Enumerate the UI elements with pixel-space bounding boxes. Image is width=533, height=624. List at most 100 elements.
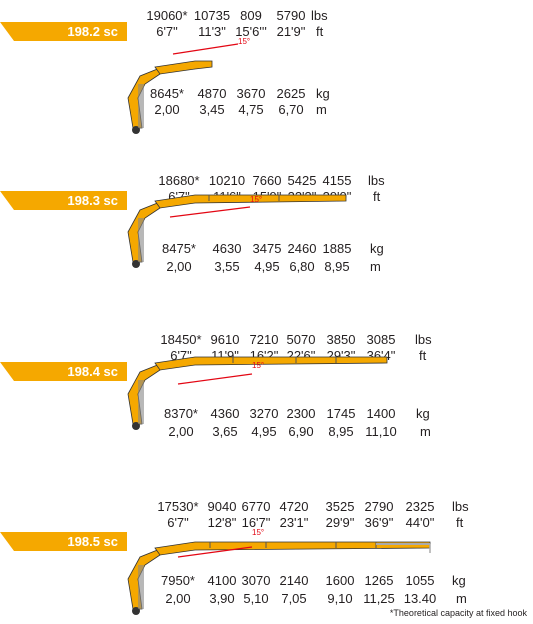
capacity-kg-cell: 2460 xyxy=(287,241,317,256)
angle-label: 15° xyxy=(238,37,250,46)
reach-ft-cell: 23'1" xyxy=(279,515,309,530)
m-unit-label: m xyxy=(316,102,327,117)
crane-diagram: 15° xyxy=(127,528,431,615)
capacity-lbs-cell: 9040 xyxy=(207,499,237,514)
angle-line xyxy=(172,43,239,55)
reach-m-cell: 2,00 xyxy=(166,259,192,274)
capacity-lbs-cell: 4720 xyxy=(279,499,309,514)
capacity-lbs-cell: 2325 xyxy=(405,499,435,514)
reach-m-cell: 2,00 xyxy=(168,424,194,439)
kg-unit-label: kg xyxy=(416,406,430,421)
reach-m-cell: 4,75 xyxy=(238,102,264,117)
model-tag: 198.2 sc xyxy=(0,22,127,41)
capacity-lbs-cell: 3525 xyxy=(325,499,355,514)
capacity-kg-cell: 4100 xyxy=(207,573,237,588)
reach-ft-cell: 29'9" xyxy=(325,515,355,530)
crane-diagram: 15° xyxy=(127,37,250,134)
reach-m-cell: 3,55 xyxy=(214,259,240,274)
lbs-unit-label: lbs xyxy=(415,332,432,347)
reach-m-cell: 5,10 xyxy=(243,591,269,606)
model-name: 198.5 sc xyxy=(67,534,118,549)
capacity-kg-cell: 2140 xyxy=(279,573,309,588)
kg-unit-label: kg xyxy=(452,573,466,588)
model-name: 198.3 sc xyxy=(67,193,118,208)
capacity-kg-cell: 1400 xyxy=(366,406,396,421)
capacity-kg-cell: 1055 xyxy=(405,573,435,588)
m-unit-label: m xyxy=(370,259,381,274)
ft-unit-label: ft xyxy=(373,189,381,204)
reach-m-cell: 8,95 xyxy=(328,424,354,439)
capacity-kg-cell: 8370* xyxy=(164,406,198,421)
capacity-lbs-cell: 2790 xyxy=(364,499,394,514)
capacity-kg-cell: 4360 xyxy=(210,406,240,421)
reach-m-cell: 11,10 xyxy=(365,424,397,439)
capacity-lbs-cell: 17530* xyxy=(157,499,199,514)
reach-m-cell: 6,70 xyxy=(278,102,304,117)
reach-m-cell: 3,90 xyxy=(209,591,235,606)
reach-ft-cell: 6'7" xyxy=(156,24,178,39)
reach-m-cell: 4,95 xyxy=(254,259,280,274)
capacity-lbs-cell: 7210 xyxy=(249,332,279,347)
reach-ft-cell: 11'3" xyxy=(198,24,226,39)
angle-line xyxy=(169,206,251,218)
model-tag: 198.4 sc xyxy=(0,362,127,381)
capacity-kg-cell: 8645* xyxy=(150,86,184,101)
reach-m-cell: 4,95 xyxy=(251,424,277,439)
capacity-kg-cell: 1885 xyxy=(322,241,352,256)
capacity-lbs-cell: 3085 xyxy=(366,332,396,347)
capacity-kg-cell: 4630 xyxy=(212,241,242,256)
capacity-lbs-cell: 5070 xyxy=(286,332,316,347)
hydraulic-cylinder xyxy=(138,84,144,128)
angle-label: 15° xyxy=(252,361,264,370)
capacity-lbs-cell: 5790 xyxy=(276,8,306,23)
ft-unit-label: ft xyxy=(419,348,427,363)
capacity-lbs-cell: 7660 xyxy=(252,173,282,188)
reach-ft-cell: 36'9" xyxy=(364,515,394,530)
capacity-lbs-cell: 10735 xyxy=(193,8,231,23)
capacity-kg-cell: 1600 xyxy=(325,573,355,588)
reach-ft-cell: 21'9" xyxy=(276,24,306,39)
angle-label: 15° xyxy=(252,528,264,537)
capacity-lbs-cell: 3850 xyxy=(326,332,356,347)
reach-m-cell: 6,80 xyxy=(289,259,315,274)
capacity-lbs-cell: 5425 xyxy=(287,173,317,188)
reach-m-cell: 3,65 xyxy=(212,424,238,439)
capacity-lbs-cell: 18450* xyxy=(160,332,202,347)
hydraulic-cylinder xyxy=(138,565,144,609)
reach-ft-cell: 16'7" xyxy=(241,515,271,530)
reach-m-cell: 2,00 xyxy=(154,102,180,117)
reach-ft-cell: 15'6''' xyxy=(235,24,267,39)
angle-label: 15° xyxy=(250,195,262,204)
ft-unit-label: ft xyxy=(456,515,464,530)
capacity-kg-cell: 7950* xyxy=(161,573,195,588)
lbs-unit-label: lbs xyxy=(452,499,469,514)
angle-line xyxy=(177,546,253,558)
capacity-lbs-cell: 9610 xyxy=(210,332,240,347)
capacity-lbs-cell: 18680* xyxy=(158,173,200,188)
reach-m-cell: 2,00 xyxy=(165,591,191,606)
model-name: 198.4 sc xyxy=(67,364,118,379)
capacity-kg-cell: 3070 xyxy=(241,573,271,588)
capacity-kg-cell: 2300 xyxy=(286,406,316,421)
crane-diagram: 15° xyxy=(127,194,347,268)
reach-m-cell: 3,45 xyxy=(199,102,225,117)
main-boom xyxy=(154,194,347,209)
capacity-kg-cell: 4870 xyxy=(197,86,227,101)
hydraulic-cylinder xyxy=(138,218,144,262)
main-boom xyxy=(154,60,213,75)
reach-ft-cell: 12'8" xyxy=(207,515,237,530)
model-name: 198.2 sc xyxy=(67,24,118,39)
capacity-kg-cell: 3270 xyxy=(249,406,279,421)
reach-ft-cell: 44'0" xyxy=(405,515,435,530)
capacity-lbs-cell: 10210 xyxy=(208,173,246,188)
capacity-lbs-cell: 809 xyxy=(240,8,262,23)
kg-unit-label: kg xyxy=(316,86,330,101)
lbs-unit-label: lbs xyxy=(311,8,328,23)
reach-ft-cell: 6'7" xyxy=(167,515,189,530)
lbs-unit-label: lbs xyxy=(368,173,385,188)
capacity-kg-cell: 3670 xyxy=(236,86,266,101)
angle-line xyxy=(177,373,253,385)
